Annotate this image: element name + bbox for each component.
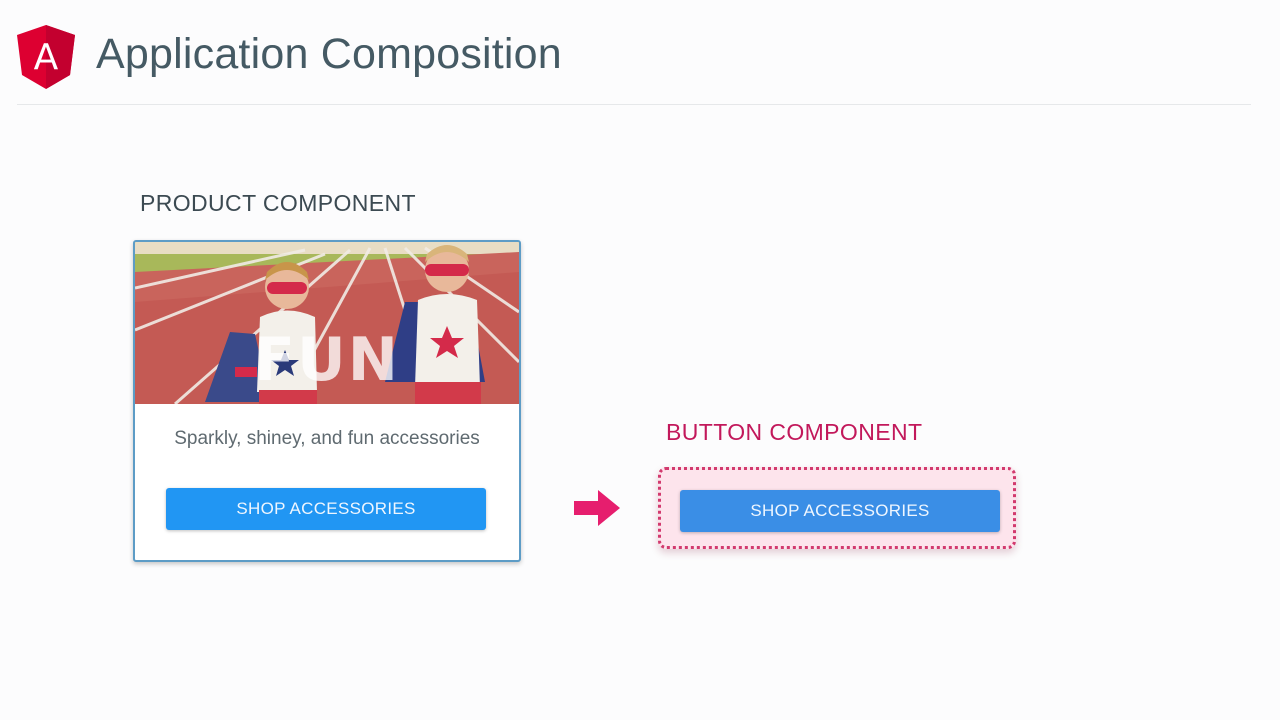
shop-accessories-button[interactable]: SHOP ACCESSORIES: [166, 488, 486, 530]
shop-accessories-button[interactable]: SHOP ACCESSORIES: [680, 490, 1000, 532]
angular-logo-icon: A: [17, 25, 75, 89]
button-component-label: BUTTON COMPONENT: [666, 419, 923, 445]
page-title: Application Composition: [96, 30, 562, 78]
product-card: FUN Sparkly, shiney, and fun accessories…: [133, 240, 521, 562]
product-component-label: PRODUCT COMPONENT: [140, 190, 416, 216]
button-component-highlight: SHOP ACCESSORIES: [658, 467, 1016, 549]
hero-overlay-text: FUN: [254, 325, 400, 395]
title-divider: [17, 104, 1251, 105]
kids-superhero-photo: [135, 242, 519, 404]
product-description: Sparkly, shiney, and fun accessories: [174, 428, 480, 449]
right-arrow-icon: [574, 490, 620, 526]
svg-text:A: A: [34, 37, 59, 78]
